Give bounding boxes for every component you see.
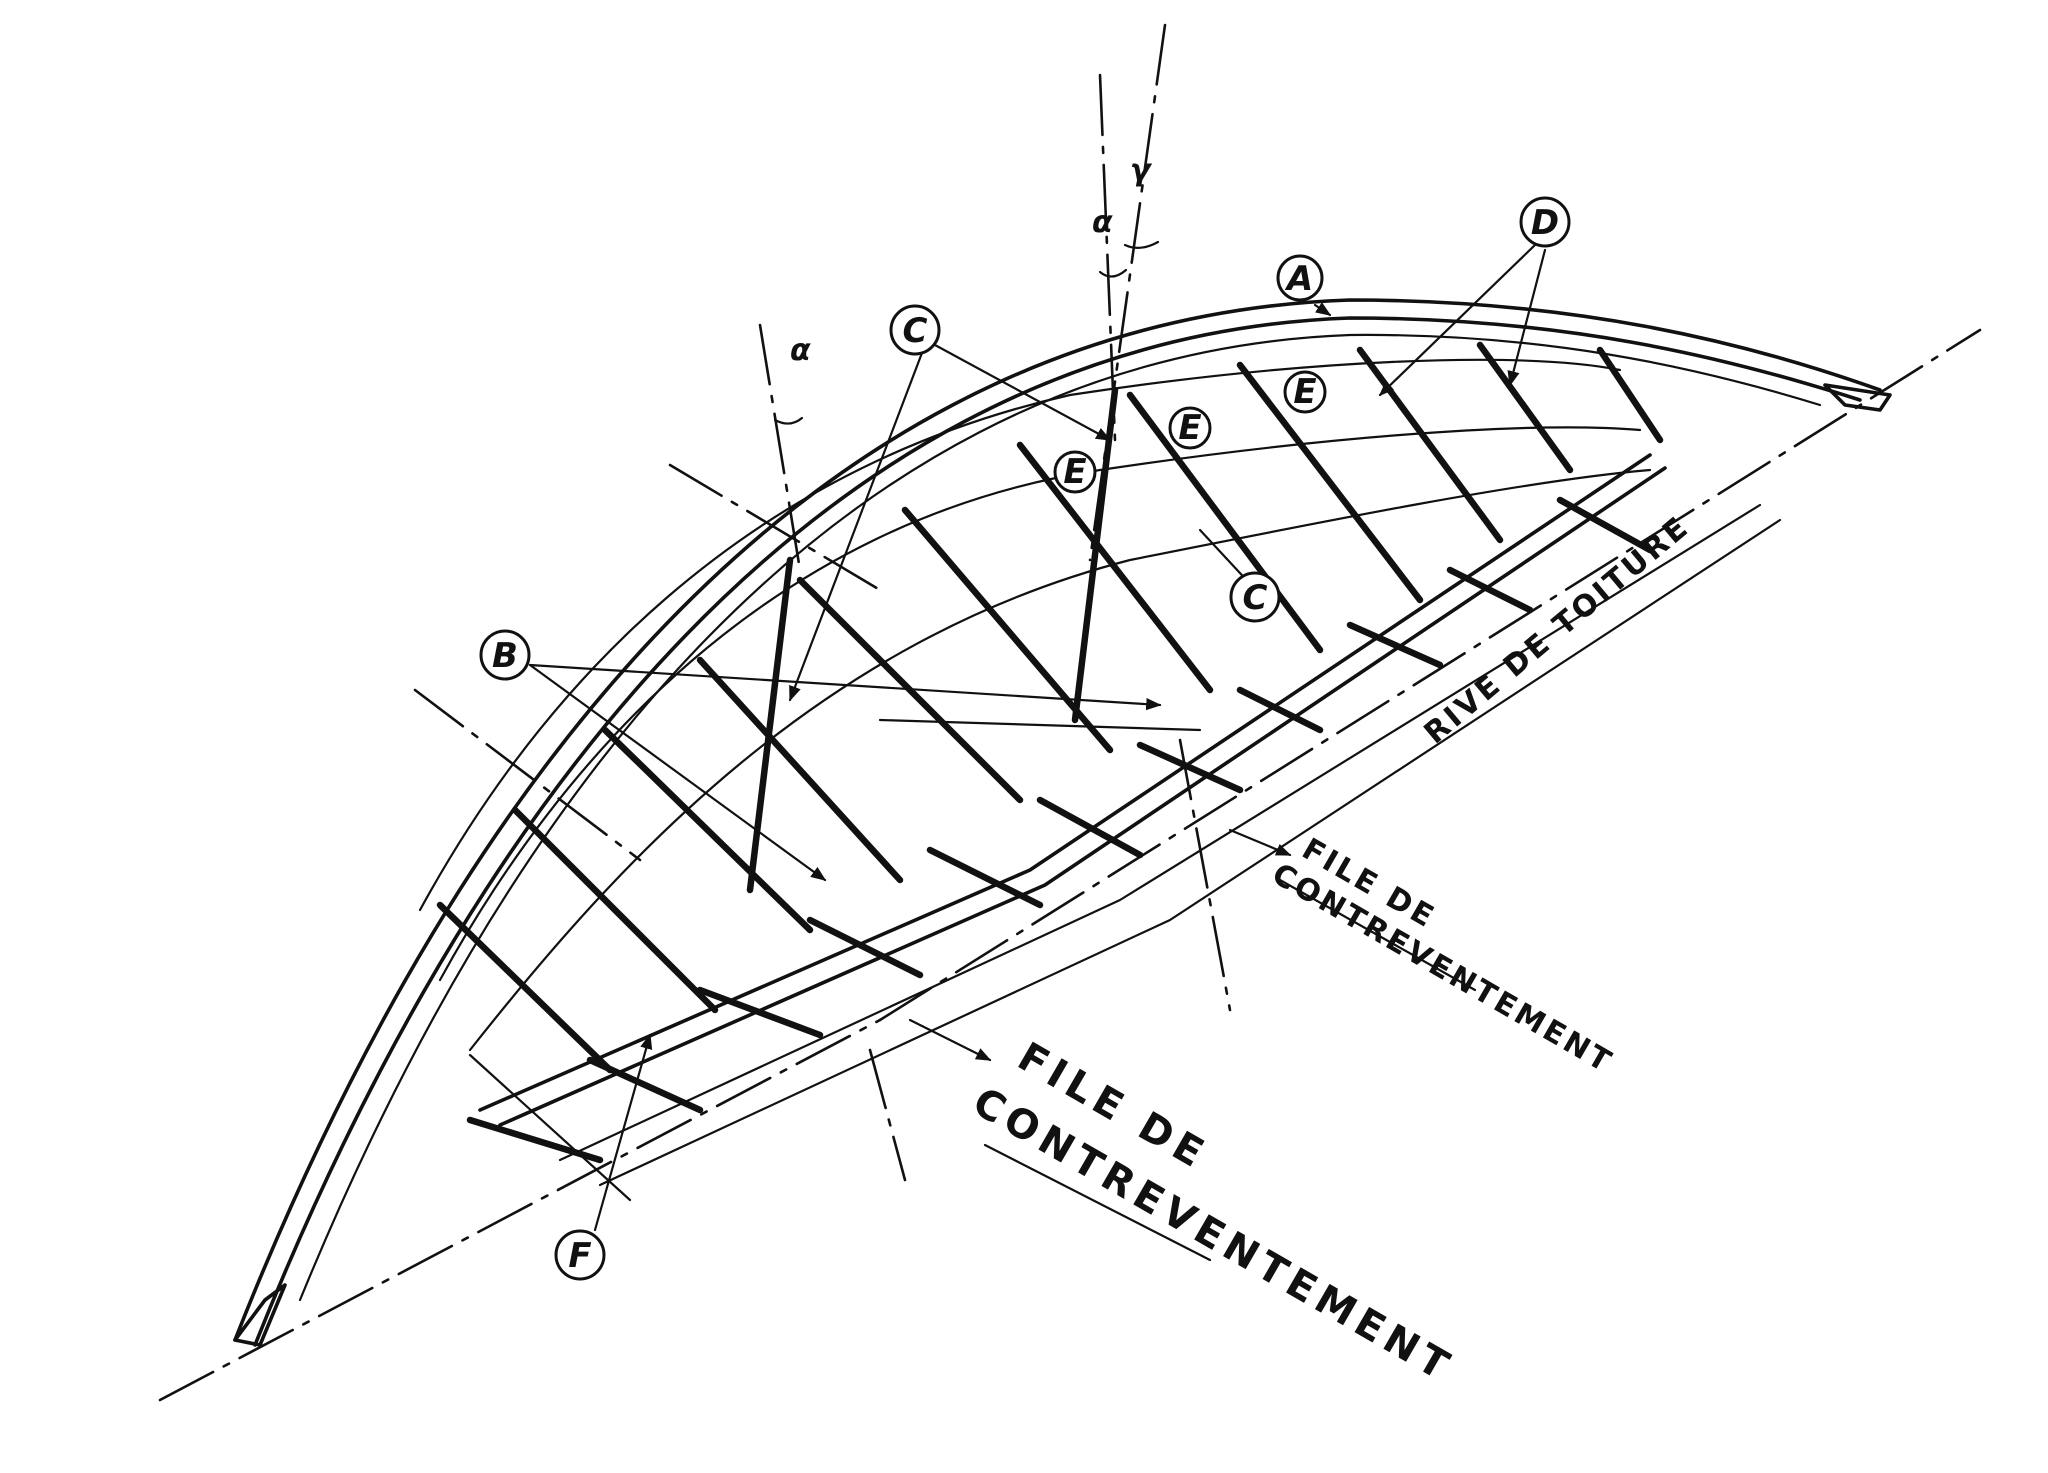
bracing bbox=[468, 386, 1202, 1202]
eaves-beam bbox=[478, 453, 1782, 1187]
svg-text:C: C bbox=[903, 311, 928, 351]
purlins bbox=[418, 358, 1652, 1052]
tag-a: A bbox=[1276, 254, 1324, 302]
tag-c-lower: C bbox=[1229, 571, 1281, 623]
file-contreventement-note-1: FILE DE CONTREVENTEMENT bbox=[1266, 832, 1619, 1081]
file-contreventement-note-2: FILE DE CONTREVENTEMENT bbox=[965, 1034, 1461, 1392]
svg-text:F: F bbox=[568, 1236, 591, 1276]
svg-text:α: α bbox=[790, 333, 811, 368]
svg-text:CONTREVENTEMENT: CONTREVENTEMENT bbox=[965, 1079, 1461, 1392]
rive-de-toiture-note: RIVE DE TOITURE bbox=[1418, 509, 1697, 751]
arch-rib bbox=[233, 298, 1892, 1347]
svg-text:D: D bbox=[1531, 203, 1559, 243]
svg-text:A: A bbox=[1284, 259, 1313, 299]
svg-text:γ: γ bbox=[1130, 153, 1153, 188]
leaders bbox=[528, 243, 1547, 1232]
svg-text:E: E bbox=[1293, 372, 1316, 412]
svg-text:CONTREVENTEMENT: CONTREVENTEMENT bbox=[1266, 857, 1619, 1081]
svg-text:B: B bbox=[492, 636, 518, 676]
svg-text:E: E bbox=[1178, 408, 1201, 448]
svg-text:C: C bbox=[1243, 578, 1268, 618]
tag-c-upper: C bbox=[889, 304, 941, 356]
angle-marks: α α γ bbox=[773, 153, 1160, 425]
tag-d: D bbox=[1519, 196, 1571, 248]
svg-text:E: E bbox=[1063, 452, 1086, 492]
tag-b: B bbox=[479, 629, 531, 681]
svg-text:RIVE DE TOITURE: RIVE DE TOITURE bbox=[1418, 509, 1697, 751]
tag-e-1: E bbox=[1053, 450, 1097, 494]
svg-text:α: α bbox=[1092, 205, 1113, 240]
tag-e-2: E bbox=[1168, 406, 1212, 450]
reference-axes bbox=[158, 23, 1982, 1402]
tag-f: F bbox=[554, 1229, 606, 1281]
tag-e-3: E bbox=[1283, 370, 1327, 414]
